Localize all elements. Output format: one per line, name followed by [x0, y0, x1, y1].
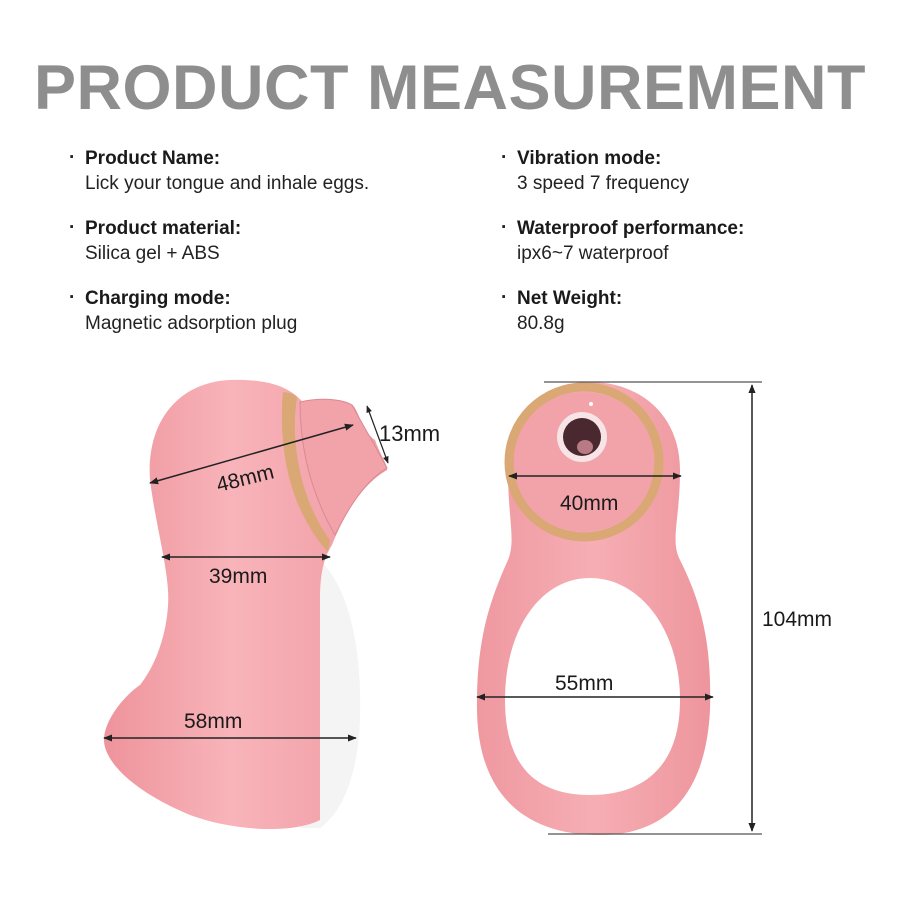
front-white-panel: [505, 578, 680, 795]
spec-label: Product Name:: [85, 148, 221, 169]
spec-value: Magnetic adsorption plug: [85, 313, 298, 334]
dim-label-40mm: 40mm: [560, 492, 618, 515]
spec-value: 80.8g: [517, 313, 565, 334]
spec-value: Lick your tongue and inhale eggs.: [85, 173, 370, 194]
spec-product-name: · Product Name: Lick your tongue and inh…: [69, 147, 370, 197]
dim-label-55mm: 55mm: [555, 672, 613, 695]
bullet: ·: [501, 147, 508, 168]
spec-value: 3 speed 7 frequency: [517, 173, 690, 194]
dim-line-13mm: [366, 405, 389, 464]
spec-charging-mode: · Charging mode: Magnetic adsorption plu…: [69, 287, 298, 337]
dim-label-39mm: 39mm: [209, 565, 267, 588]
spec-vibration-mode: · Vibration mode: 3 speed 7 frequency: [501, 147, 690, 197]
side-view: 13mm 48mm 39mm 58mm: [103, 379, 440, 830]
spec-value: ipx6~7 waterproof: [517, 243, 669, 264]
spec-product-material: · Product material: Silica gel + ABS: [69, 217, 242, 267]
front-view: 40mm 55mm 104mm: [476, 381, 832, 835]
dim-label-104mm: 104mm: [762, 608, 832, 631]
dim-label-13mm: 13mm: [379, 421, 440, 446]
spec-waterproof: · Waterproof performance: ipx6~7 waterpr…: [501, 217, 745, 267]
bullet: ·: [69, 147, 76, 168]
bullet: ·: [501, 287, 508, 308]
front-gold-ring: [504, 382, 664, 542]
front-head-face: [514, 392, 654, 532]
bullet: ·: [69, 287, 76, 308]
spec-net-weight: · Net Weight: 80.8g: [501, 287, 623, 337]
spec-label: Product material:: [85, 218, 242, 239]
spec-value: Silica gel + ABS: [85, 243, 220, 264]
bullet: ·: [69, 217, 76, 238]
bullet: ·: [501, 217, 508, 238]
spec-label: Charging mode:: [85, 288, 231, 309]
spec-label: Net Weight:: [517, 288, 623, 309]
spec-label: Waterproof performance:: [517, 218, 745, 239]
page-title: PRODUCT MEASUREMENT: [33, 53, 866, 123]
dim-label-58mm: 58mm: [184, 710, 242, 733]
spec-label: Vibration mode:: [517, 148, 662, 169]
dim-line-48mm: [149, 423, 354, 485]
